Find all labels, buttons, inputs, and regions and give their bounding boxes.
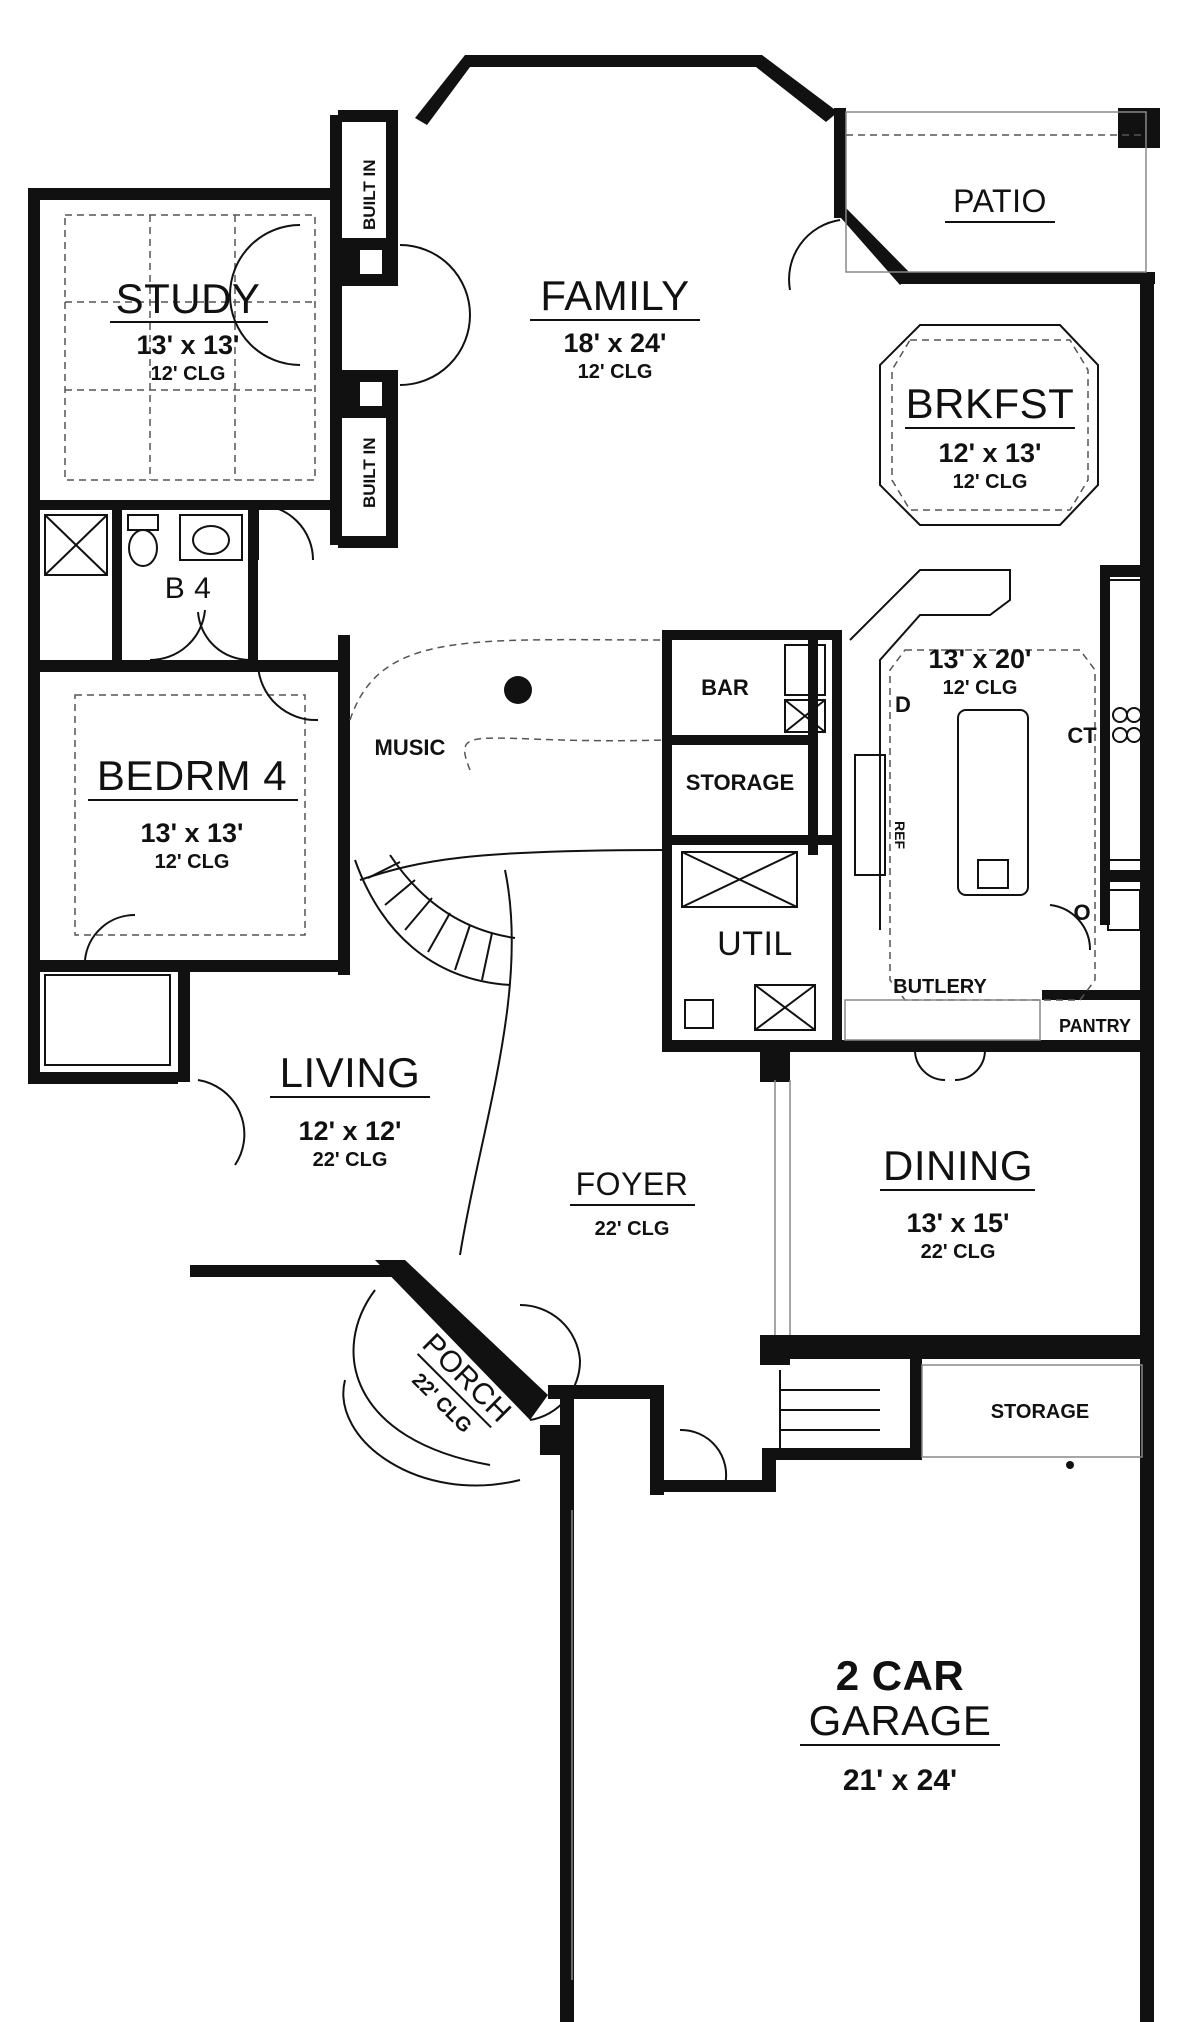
- room-bedrm4-dims: 13' x 13': [141, 818, 244, 848]
- room-patio-name: PATIO: [953, 183, 1047, 219]
- label-oven: O: [1073, 900, 1090, 925]
- room-b4-name: B 4: [165, 572, 212, 605]
- room-brkfst-name: BRKFST: [906, 380, 1075, 427]
- room-util-name: UTIL: [717, 925, 793, 963]
- room-bar-name: BAR: [701, 675, 749, 700]
- room-foyer-name: FOYER: [576, 1166, 689, 1202]
- room-storage-garage-name: STORAGE: [991, 1401, 1090, 1423]
- room-garage-name-line2: GARAGE: [809, 1697, 992, 1744]
- room-living-clg: 22' CLG: [313, 1149, 388, 1171]
- room-kitchen-clg: 12' CLG: [943, 677, 1018, 699]
- room-dining-name: DINING: [883, 1142, 1033, 1189]
- room-bedrm4-clg: 12' CLG: [155, 851, 230, 873]
- room-study-name: STUDY: [116, 275, 261, 322]
- room-family-clg: 12' CLG: [578, 361, 653, 383]
- label-dishwasher: D: [895, 692, 911, 717]
- walls: [28, 55, 1160, 2022]
- room-garage-name-line1: 2 CAR: [836, 1652, 965, 1699]
- room-study-clg: 12' CLG: [151, 363, 226, 385]
- room-living-dims: 12' x 12': [299, 1116, 402, 1146]
- label-built-in-upper: BUILT IN: [360, 159, 379, 230]
- room-garage-dims: 21' x 24': [843, 1764, 957, 1797]
- fixture-labels: BUILT IN BUILT IN D CT O REF: [360, 159, 1097, 925]
- room-brkfst-dims: 12' x 13': [939, 438, 1042, 468]
- room-butlery-name: BUTLERY: [893, 976, 987, 998]
- room-bedrm4-name: BEDRM 4: [97, 752, 287, 799]
- room-dining-clg: 22' CLG: [921, 1241, 996, 1263]
- label-cooktop: CT: [1067, 723, 1097, 748]
- label-refrigerator: REF: [892, 821, 908, 849]
- room-foyer-clg: 22' CLG: [595, 1218, 670, 1240]
- room-study-dims: 13' x 13': [137, 330, 240, 360]
- room-brkfst-clg: 12' CLG: [953, 471, 1028, 493]
- room-family-name: FAMILY: [540, 272, 689, 319]
- room-living-name: LIVING: [280, 1049, 421, 1096]
- room-kitchen-dims: 13' x 20': [929, 644, 1032, 674]
- room-music-name: MUSIC: [375, 735, 446, 760]
- room-storage-mid-name: STORAGE: [686, 770, 794, 795]
- details: [44, 111, 1147, 1980]
- label-built-in-lower: BUILT IN: [360, 437, 379, 508]
- room-dining-dims: 13' x 15': [907, 1208, 1010, 1238]
- room-pantry-name: PANTRY: [1059, 1016, 1131, 1036]
- room-labels: STUDY 13' x 13' 12' CLG FAMILY 18' x 24'…: [88, 183, 1131, 1797]
- room-family-dims: 18' x 24': [564, 328, 667, 358]
